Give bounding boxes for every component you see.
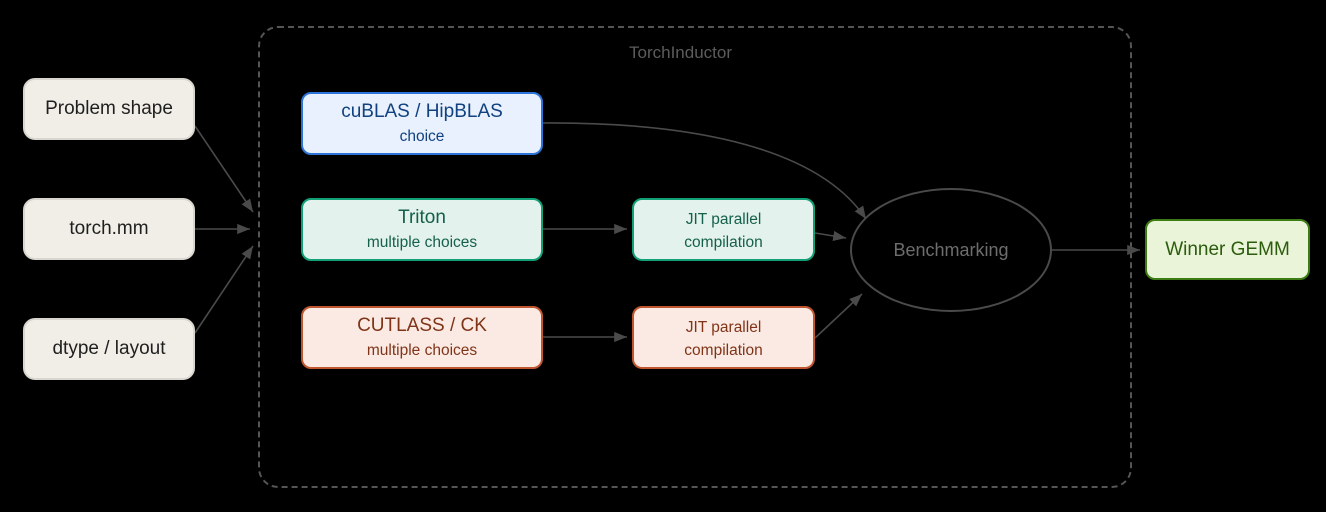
node-benchmarking[interactable]: Benchmarking (850, 188, 1052, 312)
node-cutlass-ck[interactable]: CUTLASS / CK multiple choices (301, 306, 543, 369)
node-jit-cutlass-line2: compilation (684, 341, 763, 359)
node-triton[interactable]: Triton multiple choices (301, 198, 543, 261)
edge-problem-shape-to-inductor (194, 125, 254, 213)
node-winner-gemm-label: Winner GEMM (1165, 238, 1290, 260)
node-torch-mm[interactable]: torch.mm (23, 198, 195, 260)
edge-dtype-layout-to-inductor (194, 245, 254, 334)
node-problem-shape[interactable]: Problem shape (23, 78, 195, 140)
node-winner-gemm[interactable]: Winner GEMM (1145, 219, 1310, 280)
node-cublas-hipblas-subtitle: choice (399, 128, 445, 146)
node-jit-parallel-compilation-triton[interactable]: JIT parallel compilation (632, 198, 815, 261)
node-cublas-hipblas[interactable]: cuBLAS / HipBLAS choice (301, 92, 543, 155)
torchinductor-group (258, 26, 1132, 488)
node-cutlass-ck-title: CUTLASS / CK (357, 315, 487, 337)
torchinductor-group-label: TorchInductor (629, 43, 732, 62)
node-cublas-hipblas-title: cuBLAS / HipBLAS (341, 101, 503, 123)
node-cutlass-ck-subtitle: multiple choices (366, 342, 478, 360)
node-benchmarking-label: Benchmarking (893, 239, 1009, 260)
node-torch-mm-label: torch.mm (69, 218, 149, 240)
node-triton-title: Triton (398, 207, 446, 229)
node-triton-subtitle: multiple choices (366, 234, 478, 252)
node-jit-triton-line2: compilation (684, 233, 763, 251)
node-dtype-layout[interactable]: dtype / layout (23, 318, 195, 380)
node-jit-cutlass-line1: JIT parallel (685, 319, 762, 337)
node-dtype-layout-label: dtype / layout (52, 338, 166, 360)
node-problem-shape-label: Problem shape (45, 98, 173, 120)
node-jit-parallel-compilation-cutlass[interactable]: JIT parallel compilation (632, 306, 815, 369)
node-jit-triton-line1: JIT parallel (685, 211, 762, 229)
